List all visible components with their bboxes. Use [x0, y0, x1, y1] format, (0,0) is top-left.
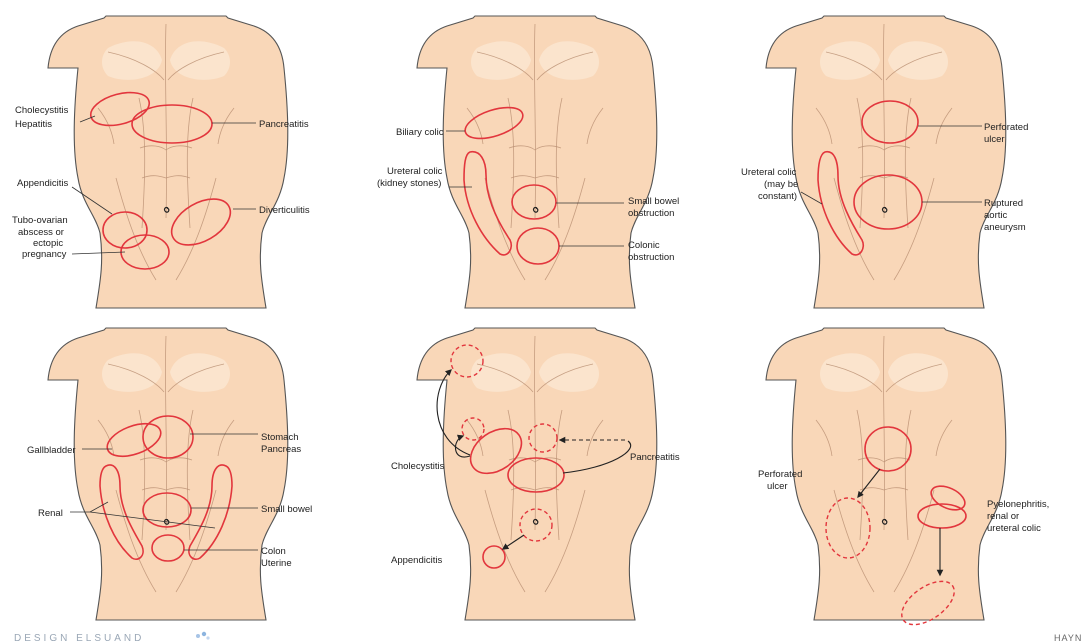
- arrow: [455, 434, 471, 458]
- panel-3: Perforated ulcer Ureteral colic (may be …: [741, 15, 1028, 309]
- torso-figure: [416, 327, 658, 621]
- label: obstruction: [628, 208, 674, 219]
- region-stomach-pancreas: [142, 415, 194, 459]
- label: Ureteral colic: [741, 167, 797, 178]
- label: Gallbladder: [27, 445, 76, 456]
- region-kidney: [930, 485, 966, 511]
- region-ureteral-colic: [817, 151, 865, 256]
- label: Diverticulitis: [259, 205, 310, 216]
- region-cholecystitis: [89, 91, 151, 127]
- label: (kidney stones): [377, 178, 441, 189]
- footer-dot: [201, 631, 207, 637]
- label: Colon: [261, 546, 286, 557]
- panel-2: Biliary colic Ureteral colic (kidney sto…: [377, 15, 679, 309]
- label: constant): [758, 191, 797, 202]
- region-small-bowel-obstruction: [511, 184, 557, 220]
- label: Small bowel: [261, 504, 312, 515]
- referred-pain-back: [528, 423, 558, 453]
- panel-6: Perforated ulcer Pyelonephritis, renal o…: [758, 327, 1049, 626]
- region-pancreatitis: [131, 104, 213, 144]
- label: Cholecystitis: [391, 461, 445, 472]
- label: Appendicitis: [391, 555, 442, 566]
- label: Biliary colic: [396, 127, 444, 138]
- footer-dot: [196, 634, 200, 638]
- region-perforated-ulcer: [861, 100, 919, 144]
- region-diverticulitis: [170, 198, 232, 246]
- label: abscess or: [18, 227, 64, 238]
- label: Perforated: [758, 469, 802, 480]
- referred-pain-flank: [825, 497, 871, 559]
- footer-dot: [206, 636, 210, 640]
- region-ureteral-colic: [463, 151, 513, 256]
- label: Uterine: [261, 558, 292, 569]
- label: ulcer: [767, 481, 788, 492]
- region-renal-left: [99, 464, 144, 561]
- region-colon-uterine: [151, 534, 185, 562]
- label: Renal: [38, 508, 63, 519]
- label: ulcer: [984, 134, 1005, 145]
- label: Pancreatitis: [259, 119, 309, 130]
- label: aneurysm: [984, 222, 1026, 233]
- label: Colonic: [628, 240, 660, 251]
- label: Hepatitis: [15, 119, 52, 130]
- label: pregnancy: [22, 249, 67, 260]
- region-pyelonephritis: [917, 503, 967, 529]
- arrow: [562, 440, 631, 474]
- label: Appendicitis: [17, 178, 68, 189]
- panel-1: Cholecystitis Hepatitis Pancreatitis App…: [12, 15, 310, 309]
- torso-figure: [47, 15, 289, 309]
- label: Pancreas: [261, 444, 301, 455]
- label: ureteral colic: [987, 523, 1041, 534]
- label: Cholecystitis: [15, 105, 69, 116]
- label: Tubo-ovarian: [12, 215, 68, 226]
- region-perforated-ulcer: [864, 426, 912, 472]
- label: aortic: [984, 210, 1007, 221]
- torso-figure: [765, 15, 1007, 309]
- label: Pancreatitis: [630, 452, 680, 463]
- referred-pain-shoulder: [450, 344, 484, 378]
- footer-left-text: DESIGN ELSUAND: [14, 633, 144, 644]
- region-appendicitis: [482, 545, 506, 569]
- label: renal or: [987, 511, 1019, 522]
- region-renal-right: [188, 464, 233, 561]
- region-appendicitis-origin: [519, 508, 553, 542]
- label: Stomach: [261, 432, 299, 443]
- region-pancreatitis: [507, 457, 565, 493]
- region-cholecystitis: [469, 427, 523, 475]
- footer-right-text: HAYN: [1054, 633, 1082, 643]
- region-biliary-colic: [464, 106, 524, 140]
- arrow: [436, 369, 471, 456]
- label: (may be: [764, 179, 798, 190]
- region-gallbladder: [106, 422, 162, 458]
- panel-4: Gallbladder Stomach Pancreas Renal Small…: [27, 327, 312, 621]
- label: Small bowel: [628, 196, 679, 207]
- region-small-bowel: [142, 492, 192, 528]
- referred-pain-groin: [901, 580, 955, 626]
- label: Ruptured: [984, 198, 1023, 209]
- label: Ureteral colic: [387, 166, 443, 177]
- referred-pain-scapula: [461, 417, 485, 441]
- label: ectopic: [33, 238, 63, 249]
- torso-figure: [47, 327, 289, 621]
- label: obstruction: [628, 252, 674, 263]
- label: Perforated: [984, 122, 1028, 133]
- arrow: [857, 468, 881, 499]
- label: Pyelonephritis,: [987, 499, 1049, 510]
- arrow: [501, 534, 525, 550]
- region-appendicitis: [102, 211, 148, 249]
- panel-5: Cholecystitis Pancreatitis Appendicitis: [391, 327, 680, 621]
